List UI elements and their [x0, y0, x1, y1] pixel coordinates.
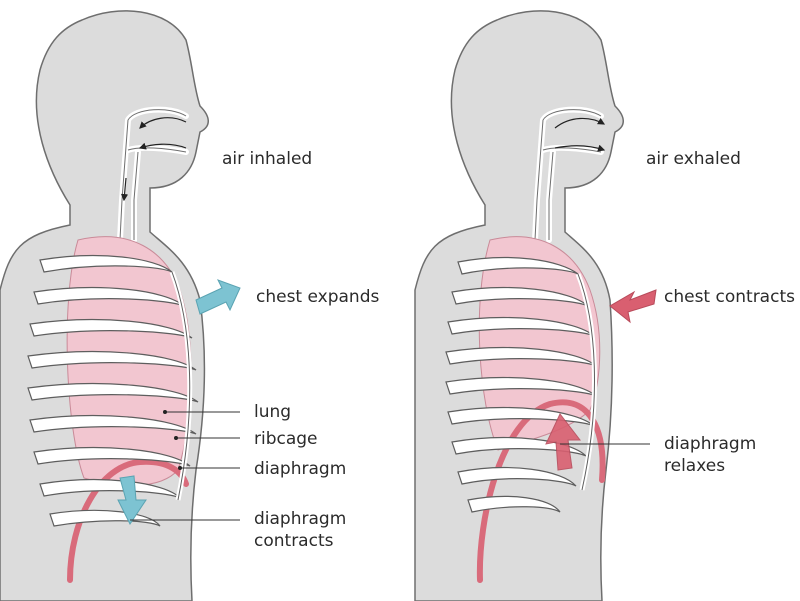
- chest-expand-arrow: [195, 279, 241, 315]
- air-inhaled-label: air inhaled: [222, 149, 312, 169]
- ribcage-label: ribcage: [254, 429, 318, 449]
- inhale-leader-lines: [130, 411, 240, 521]
- inhale-figure: air inhaled chest expands lung ribcage d…: [0, 10, 380, 601]
- lung-label: lung: [254, 402, 291, 422]
- ribcage: [445, 256, 597, 513]
- diaphragm-contract-arrow: [117, 475, 147, 525]
- diaphragm-contracts-label-line1: diaphragm: [254, 509, 346, 529]
- chest-contract-arrow: [609, 289, 657, 324]
- diaphragm: [67, 458, 189, 583]
- diaphragm-contracts-label-line2: contracts: [254, 531, 334, 551]
- exhale-figure: air exhaled chest contracts diaphragm re…: [414, 10, 795, 601]
- diaphragm-label: diaphragm: [254, 459, 346, 479]
- diaphragm-relaxes-label-line1: diaphragm: [664, 434, 756, 454]
- air-exhaled-label: air exhaled: [646, 149, 741, 169]
- inhale-air-arrows: [120, 117, 187, 202]
- chest-expands-label: chest expands: [256, 287, 380, 307]
- exhale-air-arrows: [554, 117, 606, 152]
- diaphragm-relax-arrow: [545, 413, 582, 471]
- diaphragm: [476, 399, 606, 583]
- chest-contracts-label: chest contracts: [664, 287, 795, 307]
- ribcage: [27, 254, 199, 527]
- diaphragm-relaxes-label-line2: relaxes: [664, 456, 725, 476]
